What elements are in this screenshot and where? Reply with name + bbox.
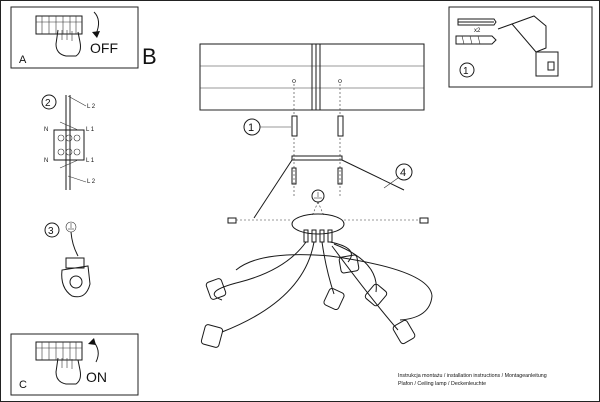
clamp-icon xyxy=(61,257,91,298)
mounting-plate xyxy=(253,155,405,219)
label-l1-bottom: L 1 xyxy=(86,158,95,164)
step-3-marker xyxy=(44,222,60,238)
panel-a-switch-off: OFF A xyxy=(10,6,139,69)
hand-icon xyxy=(55,357,81,385)
step-1-callout: 1 xyxy=(243,118,291,136)
rotate-arrow-icon xyxy=(93,11,100,35)
panel-b-letter: B xyxy=(142,44,157,69)
caption-line-1: Instrukcja montażu / installation instru… xyxy=(398,373,547,379)
arrow-head-icon xyxy=(92,31,100,38)
ground-clamp-step: 3 xyxy=(44,221,91,298)
label-l1-top: L 1 xyxy=(86,127,95,133)
terminal-block-icon xyxy=(53,129,85,161)
canopy xyxy=(291,213,345,235)
side-screws xyxy=(227,217,429,224)
anchor-icon xyxy=(337,115,344,137)
step-2-number: 2 xyxy=(45,98,51,109)
label-l2-top: L 2 xyxy=(87,104,96,110)
caption-line-2: Plafon / Ceiling lamp / Deckenleuchte xyxy=(398,381,486,387)
ceiling-illustration xyxy=(199,43,425,111)
screw-icon xyxy=(337,167,343,185)
wiring-diagram: 2 L 2 N L 1 N L 1 L 2 xyxy=(41,94,96,190)
step-1-number: 1 xyxy=(248,122,254,134)
drill-icon xyxy=(497,15,559,77)
label-n-bottom: N xyxy=(44,158,48,164)
panel-a-letter: A xyxy=(19,54,27,66)
tools-panel: x2 1 xyxy=(448,6,593,88)
bulb-socket-icon xyxy=(200,254,416,348)
panel-c-letter: C xyxy=(19,379,27,391)
switch-on-label: ON xyxy=(86,369,107,385)
hand-icon xyxy=(55,29,81,57)
step-1-box-marker xyxy=(459,62,475,78)
step-2-marker xyxy=(41,94,57,110)
step-1-box-number: 1 xyxy=(463,66,469,77)
quantity-label: x2 xyxy=(474,28,481,34)
side-screw-icon xyxy=(419,217,429,224)
step-4-callout: 4 xyxy=(383,163,413,189)
fuse-box-icon xyxy=(35,15,83,35)
switch-off-label: OFF xyxy=(90,40,118,56)
screw-icon xyxy=(291,167,297,185)
panel-c-switch-on: ON C xyxy=(10,333,139,396)
arrow-head-icon xyxy=(88,338,96,345)
screw-and-anchor-icon xyxy=(455,18,497,45)
step-3-number: 3 xyxy=(48,226,54,237)
label-l2-bottom: L 2 xyxy=(87,179,96,185)
step-4-number: 4 xyxy=(400,167,406,179)
ceiling-lamp xyxy=(200,213,433,348)
caption: Instrukcja montażu / installation instru… xyxy=(398,373,547,387)
wall-anchors xyxy=(291,84,344,198)
anchor-icon xyxy=(291,115,298,137)
label-n-top: N xyxy=(44,127,48,133)
fuse-box-icon xyxy=(35,341,83,361)
side-screw-icon xyxy=(227,217,237,224)
